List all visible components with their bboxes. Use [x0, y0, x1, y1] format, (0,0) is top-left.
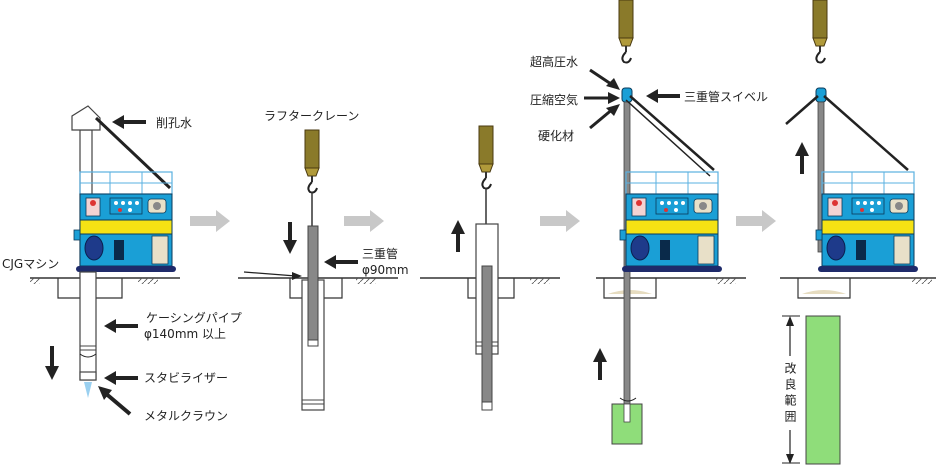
- label-casing-pipe-1: ケーシングパイプ: [146, 311, 242, 325]
- step-4-jet-grouting: 超高圧水 圧縮空気 硬化材 三重管スイベル: [530, 0, 768, 445]
- label-cjg-machine: CJGマシン: [2, 257, 59, 271]
- improved-column: [805, 315, 841, 465]
- process-arrow-1: [190, 210, 230, 232]
- label-triple-pipe-2: φ90mm: [362, 263, 409, 277]
- step-3-casing-withdrawal: [420, 125, 560, 411]
- process-arrow-4: [736, 210, 776, 232]
- step-2-triple-pipe-insertion: ラフタークレーン 三重管 φ90mm: [238, 109, 409, 411]
- step-1-casing-drilling: CJGマシン 削孔水 ケーシングパイプ φ140mm 以上 スタビライザー メタ…: [2, 105, 242, 423]
- label-rough-terrain-crane: ラフタークレーン: [264, 109, 359, 123]
- label-drilling-water: 削孔水: [156, 116, 192, 130]
- process-arrow-3: [540, 210, 580, 232]
- label-ultra-high-pressure-water: 超高圧水: [530, 54, 578, 69]
- label-metal-crown: メタルクラウン: [144, 409, 228, 423]
- label-improvement-range: 改良範囲: [783, 362, 797, 426]
- label-compressed-air: 圧縮空気: [530, 92, 578, 107]
- label-triple-pipe-1: 三重管: [362, 246, 398, 261]
- label-casing-pipe-2: φ140mm 以上: [144, 327, 226, 341]
- step-5-withdrawal-complete: 改良範囲: [780, 0, 936, 465]
- label-stabilizer: スタビライザー: [144, 371, 228, 385]
- process-arrow-2: [344, 210, 384, 232]
- label-triple-pipe-swivel: 三重管スイベル: [684, 89, 768, 104]
- label-hardener: 硬化材: [538, 129, 574, 143]
